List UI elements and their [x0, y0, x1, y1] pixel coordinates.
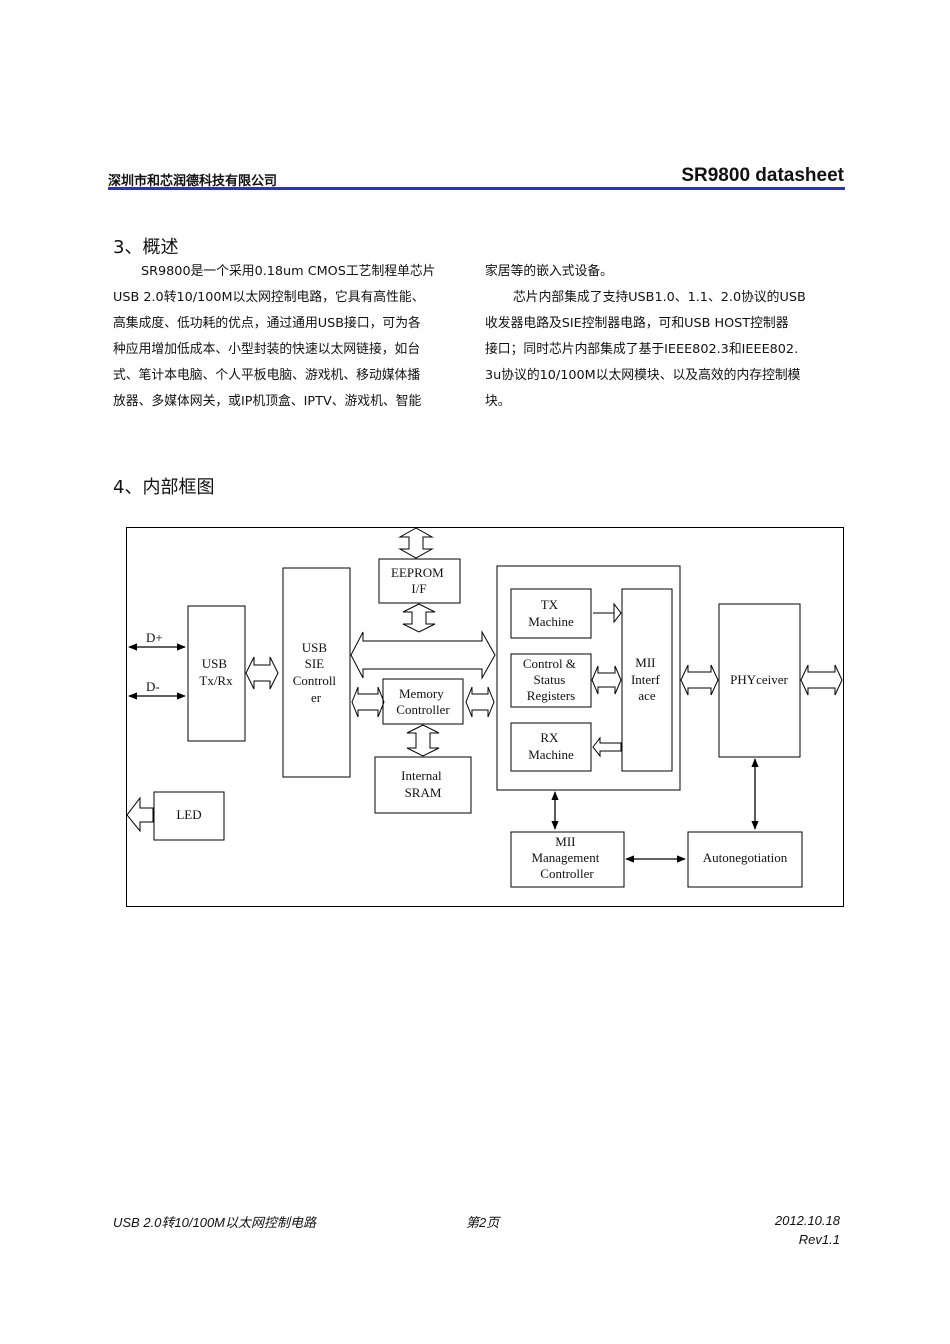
block-diagram: D+ D- USB Tx/Rx USB SIE Controll er EEPR…	[126, 527, 844, 907]
led-box	[153, 791, 225, 841]
led-label: LED	[176, 807, 201, 822]
autonegotiation-box	[687, 831, 803, 888]
bidir-arrow	[402, 603, 436, 633]
bidir-arrow	[680, 664, 719, 696]
section-4-heading: 4、内部框图	[113, 477, 215, 498]
overview-line: 高集成度、低功耗的优点，通过通用USB接口，可为各	[113, 316, 421, 331]
footer-date: 2012.10.18	[774, 1213, 840, 1228]
overview-line: 收发器电路及SIE控制器电路，可和USB HOST控制器	[485, 316, 789, 331]
control-status-box	[510, 653, 592, 708]
diagram-frame	[126, 527, 844, 907]
phyceiver-box	[718, 603, 801, 758]
mii-management-label: MII Management Controller	[531, 834, 602, 881]
memory-controller-label: Memory Controller	[396, 686, 450, 717]
overview-line: 芯片内部集成了支持USB1.0、1.1、2.0协议的USB	[513, 290, 806, 305]
overview-line: 放器、多媒体网关，或IP机顶盒、IPTV、游戏机、智能	[113, 394, 422, 409]
tx-machine-label: TX Machine	[528, 597, 574, 629]
overview-left-column: SR9800是一个采用0.18um CMOS工艺制程单芯片 USB 2.0转10…	[113, 259, 473, 415]
mii-interface-label: MII Interf ace	[631, 655, 663, 703]
mii-to-rx-arrow	[592, 736, 622, 758]
overview-line: 种应用增加低成本、小型封装的快速以太网链接，如台	[113, 342, 421, 357]
usb-sie-label: USB SIE Controll er	[293, 640, 340, 705]
autonegotiation-label: Autonegotiation	[703, 850, 788, 865]
bidir-arrow	[406, 724, 440, 757]
phyceiver-label: PHYceiver	[730, 672, 788, 687]
led-arrow	[126, 796, 154, 833]
dminus-label: D-	[146, 679, 160, 694]
memory-controller-box	[382, 678, 464, 725]
header-rule	[108, 187, 845, 190]
mac-group-box	[496, 565, 681, 791]
overview-line: 块。	[485, 394, 511, 409]
overview-line: 接口；同时芯片内部集成了基于IEEE802.3和IEEE802.	[485, 342, 799, 357]
mii-interface-box	[621, 588, 673, 772]
sram-box	[374, 756, 472, 814]
bidir-arrow	[245, 656, 279, 690]
bidir-arrow	[351, 686, 385, 718]
footer-page-number: 第2页	[466, 1215, 500, 1230]
eeprom-box	[378, 558, 461, 604]
overview-line: USB 2.0转10/100M以太网控制电路，它具有高性能、	[113, 290, 425, 305]
overview-line: 3u协议的10/100M以太网模块、以及高效的内存控制模	[485, 368, 801, 383]
footer-product: USB 2.0转10/100M以太网控制电路	[113, 1215, 317, 1230]
bidir-arrow	[398, 527, 434, 559]
bidir-arrow	[350, 630, 496, 680]
rx-machine-box	[510, 722, 592, 772]
overview-line: 家居等的嵌入式设备。	[485, 264, 613, 279]
tx-machine-box	[510, 588, 592, 639]
datasheet-title: SR9800 datasheet	[681, 165, 844, 186]
overview-right-column: 家居等的嵌入式设备。 芯片内部集成了支持USB1.0、1.1、2.0协议的USB…	[485, 259, 845, 415]
overview-line: 式、笔计本电脑、个人平板电脑、游戏机、移动媒体播	[113, 368, 421, 383]
rx-machine-label: RX Machine	[528, 730, 574, 762]
usb-sie-box	[282, 567, 351, 778]
section-3-heading: 3、概述	[113, 237, 179, 258]
bidir-arrow	[465, 686, 495, 718]
eeprom-label: EEPROM I/F	[391, 565, 447, 596]
sram-label: Internal SRAM	[401, 768, 445, 800]
mii-management-box	[510, 831, 625, 888]
company-name: 深圳市和芯润德科技有限公司	[108, 174, 278, 189]
usb-txrx-label: USB Tx/Rx	[199, 656, 233, 688]
tx-to-mii-arrow	[593, 602, 622, 624]
control-status-label: Control & Status Registers	[523, 656, 579, 703]
bidir-arrow	[591, 665, 622, 695]
footer-revision: Rev1.1	[798, 1232, 840, 1247]
usb-txrx-box	[187, 605, 246, 742]
bidir-arrow	[800, 664, 843, 696]
dplus-label: D+	[146, 630, 163, 645]
overview-line: SR9800是一个采用0.18um CMOS工艺制程单芯片	[141, 264, 436, 279]
